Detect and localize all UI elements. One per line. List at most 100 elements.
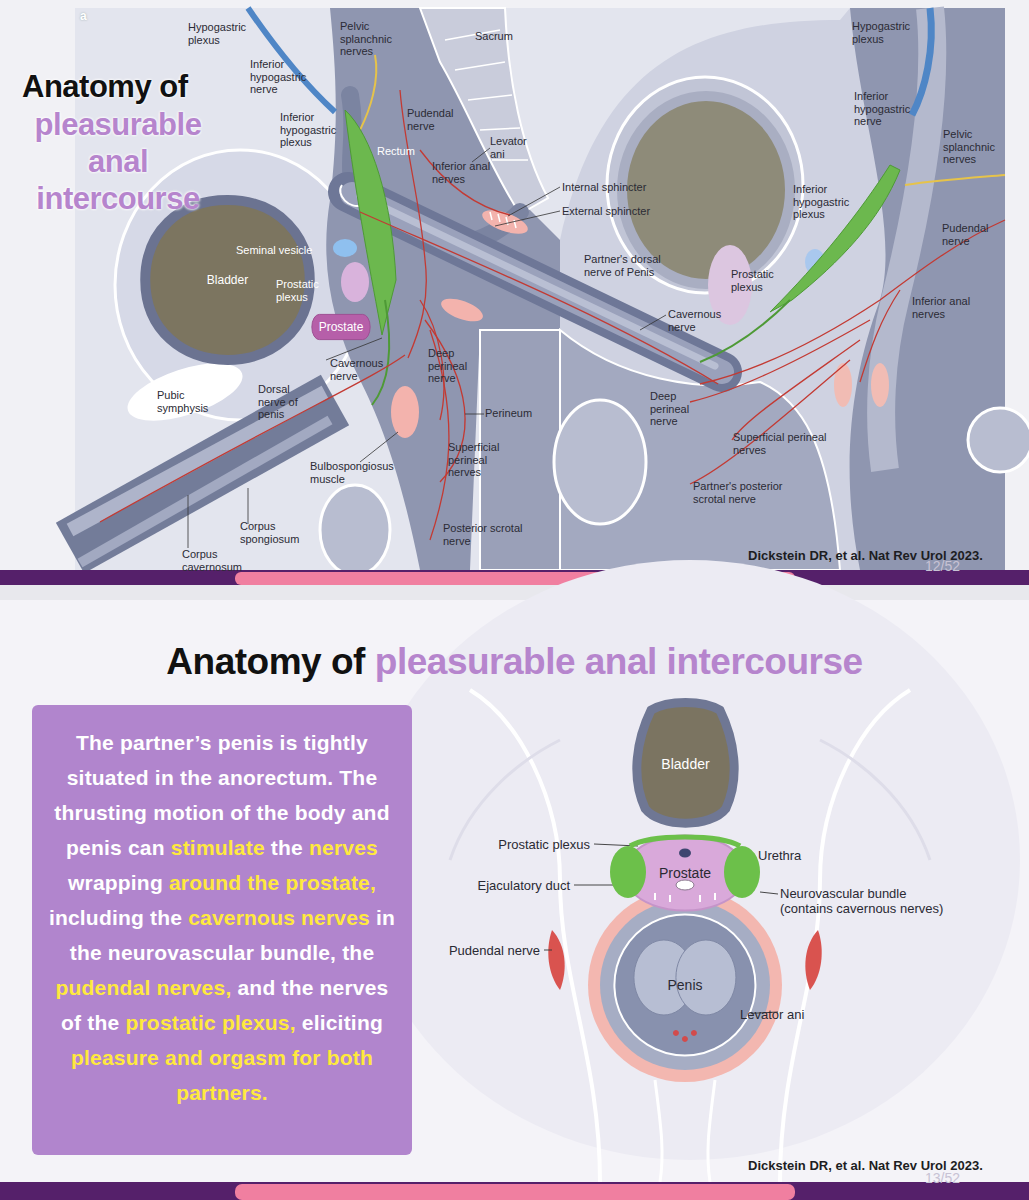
nerve-plexus	[905, 175, 1005, 185]
part-label: Partner's posterior scrotal nerve	[693, 480, 798, 505]
organ-name: Penis	[667, 977, 702, 993]
duct-markers	[655, 849, 715, 903]
nerve-fibres	[700, 220, 1005, 384]
sphincter-muscles	[438, 294, 486, 326]
part-label: Deep perineal nerve	[650, 390, 705, 428]
part-label: Partner's dorsal nerve of Penis	[584, 253, 679, 278]
partner-penis	[348, 192, 722, 372]
slide-background	[0, 0, 1029, 572]
part-label: Pelvic splanchnic nerves	[340, 20, 415, 58]
pelvic-floor	[600, 900, 770, 1070]
page-number: 13/52	[925, 1172, 960, 1185]
body-text: eliciting	[302, 1011, 383, 1034]
bladder-organ: Bladder	[628, 700, 743, 828]
part-label: Neurovascular bundle (contains cavernous…	[780, 886, 955, 916]
nerve-fibres	[860, 290, 900, 382]
nerve-fibres	[690, 360, 850, 484]
right-body	[834, 363, 852, 407]
body-text: the	[271, 836, 303, 859]
pelvic-floor	[548, 888, 821, 1082]
highlight-text: pleasure and orgasm for both partners.	[71, 1046, 373, 1104]
sphincter-muscles	[479, 205, 530, 238]
sphincter-muscles	[490, 212, 516, 228]
highlight-text: pudendal nerves,	[56, 976, 232, 999]
part-label: Seminal vesicle	[236, 244, 312, 257]
highlight-text: around the prostate,	[169, 871, 376, 894]
slide-footer	[0, 585, 1029, 600]
leader-line	[188, 495, 189, 548]
nerve-fibres	[732, 340, 860, 440]
leader-line	[472, 148, 490, 162]
sphincter-muscles	[333, 239, 357, 257]
right-body	[850, 8, 1005, 570]
part-label: Prostatic plexus	[440, 837, 590, 852]
duct-markers	[655, 893, 715, 902]
slide-background	[820, 740, 930, 860]
duct-markers	[679, 849, 691, 858]
leader-line	[248, 488, 249, 524]
slide-background	[780, 690, 910, 1182]
part-label: Sacrum	[475, 30, 513, 43]
part-label: Dorsal nerve of penis	[258, 383, 318, 421]
slide-background	[75, 8, 1005, 570]
slide-footer	[235, 1184, 795, 1200]
part-label: Prostatic plexus	[731, 268, 786, 293]
slide-background	[655, 1080, 715, 1182]
organ-name: Bladder	[207, 273, 248, 287]
slide-background	[0, 0, 1029, 572]
part-label: Levator ani	[740, 1007, 804, 1022]
text-box: The partner’s penis is tightly situated …	[32, 705, 412, 1155]
part-label: Cavernous nerve	[330, 357, 390, 382]
body-text: wrapping	[68, 871, 163, 894]
citation: Dickstein DR, et al. Nat Rev Urol 2023.	[748, 1160, 983, 1173]
part-label: Superficial perineal nerves	[448, 441, 508, 479]
right-body	[871, 363, 889, 407]
part-label: Bulbospongiosus muscle	[310, 460, 410, 485]
part-label: Rectum	[377, 145, 415, 158]
body-text: including the	[49, 906, 182, 929]
neurovascular-bundle	[724, 846, 760, 898]
leader-line	[465, 414, 484, 415]
slide-background	[360, 560, 1020, 1160]
panel-letter: a	[80, 10, 87, 23]
body-text: The partner’s penis is tightly situated …	[32, 705, 412, 1130]
slide-title: pleasurable anal intercourse	[375, 640, 863, 684]
part-label: Inferior anal nerves	[912, 295, 972, 320]
leader-line	[508, 187, 560, 216]
node-shape	[637, 703, 734, 824]
organ-name: Prostate	[319, 320, 364, 334]
part-label: Levator ani	[490, 135, 530, 160]
node-shape	[673, 1030, 697, 1042]
nerve-fibres	[360, 212, 718, 384]
part-label: Hypogastric plexus	[188, 21, 268, 46]
part-label: Inferior anal nerves	[432, 160, 502, 185]
leader-line	[495, 211, 560, 226]
slide-title: Anatomy ofpleasurable anal intercourse	[0, 640, 1029, 684]
part-label: Inferior hypogastric nerve	[250, 58, 330, 96]
receiving-penis	[80, 420, 330, 563]
part-label: Superficial perineal nerves	[733, 431, 828, 456]
nerve-plexus	[372, 300, 389, 405]
part-label: Cavernous nerve	[668, 308, 733, 333]
part-label: Pudendal nerve	[942, 222, 997, 247]
part-label: Pudendal nerve	[390, 943, 540, 958]
part-label: Pubic symphysis	[157, 389, 217, 414]
right-body	[554, 400, 646, 524]
receiving-penis	[320, 485, 390, 575]
nerve-plexus	[248, 8, 1005, 405]
part-label: External sphincter	[562, 205, 650, 218]
slide-background	[470, 690, 600, 1182]
nerve-fibres	[690, 320, 870, 402]
leader-line	[326, 338, 382, 360]
highlight-text: stimulate	[171, 836, 265, 859]
nerve-fibres	[100, 90, 1005, 540]
nerve-plexus	[360, 55, 376, 130]
highlight-text: nerves	[309, 836, 378, 859]
slide-title: pleasurable anal intercourse	[18, 106, 218, 217]
right-body	[968, 408, 1029, 472]
prostate-organ: Prostate	[620, 833, 750, 913]
sphincter-muscles	[391, 386, 419, 438]
organ-name: Prostate	[659, 865, 711, 881]
